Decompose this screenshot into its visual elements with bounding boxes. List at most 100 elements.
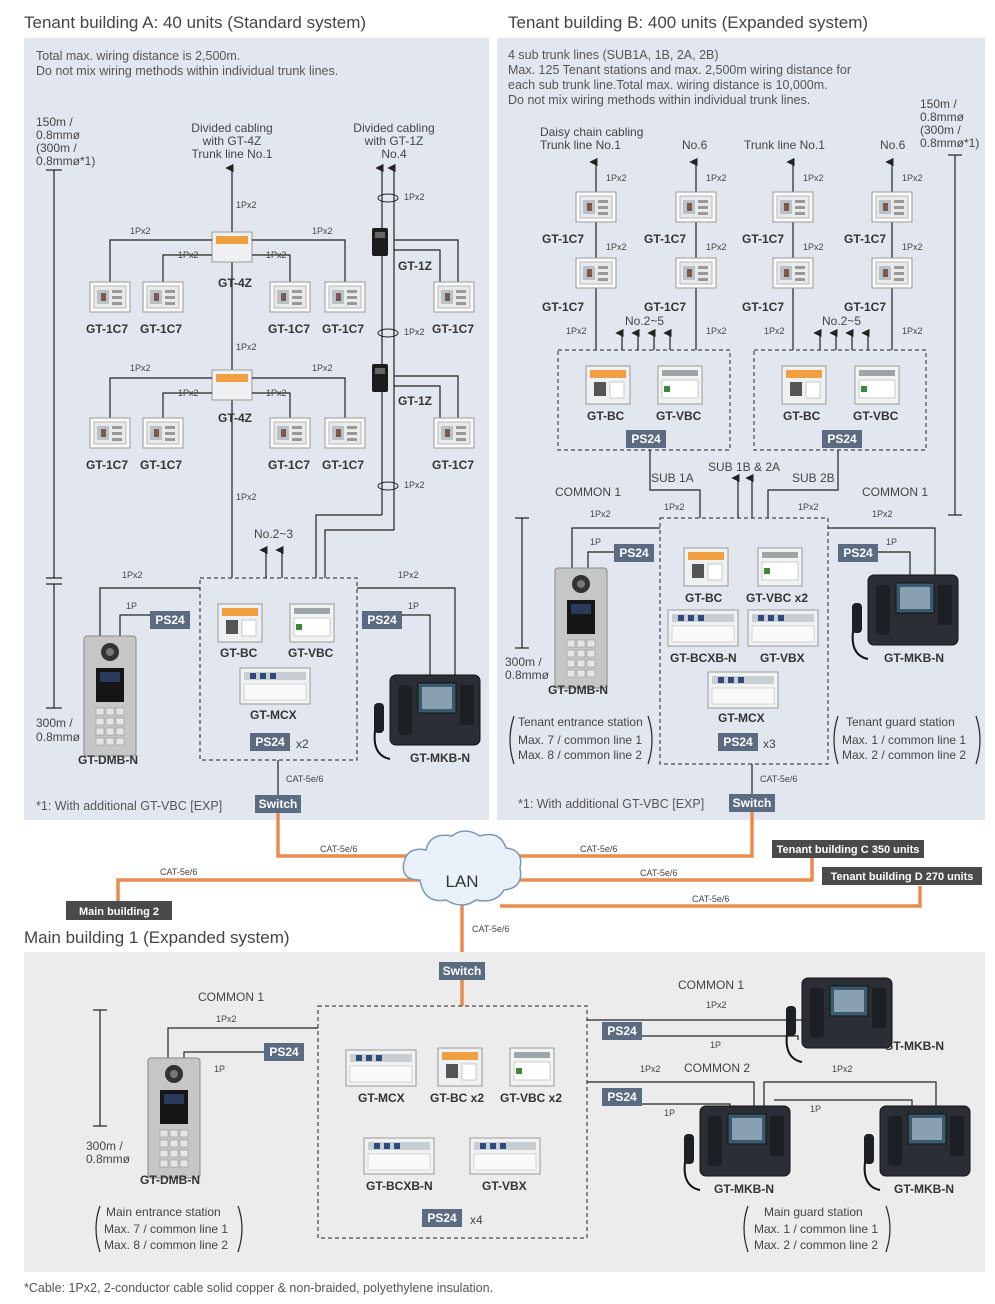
diagram-label: 1Px2 [706,1000,727,1010]
diagram-label: CAT-5e/6 [692,894,729,904]
daisy-label: Daisy chain cabling [540,125,643,139]
diagram-label: GT-1C7 [86,322,128,336]
gt-dmb-n-station [554,567,608,689]
common-wire [99,587,200,636]
divided-cabling-label: Divided cabling [191,121,272,135]
diagram-label: 1P [590,537,601,547]
diagram-label: CAT-5e/6 [760,774,797,784]
divided-cabling-label: with GT-1Z [364,134,424,148]
panel-a-controller-box [199,577,358,761]
station-note: Max. 2 / common line 2 [842,748,966,762]
diagram-label: COMMON 1 [555,485,621,499]
diagram-label: 1Px2 [404,327,425,337]
diagram-label: COMMON 1 [678,978,744,992]
diagram-label: 1P [664,1108,675,1118]
station-note: Max. 7 / common line 1 [104,1222,228,1236]
diagram-label: (300m / [920,123,961,137]
station-note: Max. 2 / common line 2 [754,1238,878,1252]
diagram-label: 0.8mmø [86,1152,131,1166]
panel-b-note: Max. 125 Tenant stations and max. 2,500m… [508,63,851,77]
diagram-label: GT-1C7 [322,458,364,472]
diagram-label: 1Px2 [404,480,425,490]
sub-box-right [753,349,927,451]
diagram-label: CAT-5e/6 [160,867,197,877]
diagram-label: x3 [763,737,776,751]
diagram-label: 1Px2 [706,173,727,183]
dist-label: 0.8mmø*1) [36,154,95,168]
diagram-label: 300m / [505,655,542,669]
diagram-label: GT-BC [783,409,821,423]
panel-b-controller-box [659,517,829,765]
gt-4z-label: GT-4Z [218,411,252,425]
panel-a-title: Tenant building A: 40 units (Standard sy… [24,13,366,32]
tenant-building-d-tag [822,867,982,885]
diagram-label: Switch [733,796,772,810]
diagram-label: GT-1Z [398,394,432,408]
daisy-label: Trunk line No.1 [540,138,621,152]
diagram-label: GT-BC [220,646,258,660]
diagram-label: PS24 [367,613,397,627]
diagram-label: 1Px2 [236,492,257,502]
diagram-label: GT-VBC [656,409,702,423]
diagram-label: GT-BCXB-N [670,651,737,665]
diagram-label: x4 [470,1213,483,1227]
panel-b-note: Do not mix wiring methods within individ… [508,93,810,107]
panel-b-title: Tenant building B: 400 units (Expanded s… [508,13,868,32]
panel-a-note-1: Total max. wiring distance is 2,500m. [36,49,240,63]
diagram-label: 1Px2 [590,509,611,519]
station-note: Main entrance station [106,1205,221,1219]
diagram-label: GT-VBC x2 [746,591,808,605]
station-note: Max. 1 / common line 1 [842,733,966,747]
dist-label: 300m / [36,716,73,730]
panel-a-note-2: Do not mix wiring methods within individ… [36,64,338,78]
dist-label: 0.8mmø [36,730,81,744]
diagram-label: GT-VBC x2 [500,1091,562,1105]
tenant-building-c-tag [772,840,924,858]
diagram-label: SUB 1B & 2A [708,460,780,474]
diagram-label: x2 [296,737,309,751]
dist-label: 0.8mmø [36,128,81,142]
diagram-label: CAT-5e/6 [640,868,677,878]
diagram-label: 1Px2 [216,1014,237,1024]
diagram-label: 1Px2 [266,250,287,260]
diagram-label: No.2~5 [625,314,664,328]
diagram-label: 300m / [86,1139,123,1153]
diagram-label: 1Px2 [664,502,685,512]
diagram-label: Tenant building D 270 units [831,871,974,883]
diagram-label: GT-1C7 [140,322,182,336]
gt-mcx-unit [239,667,311,705]
diagram-label: GT-MCX [250,708,297,722]
diagram-label: 1Px2 [798,502,819,512]
diagram-label: PS24 [607,1024,637,1038]
diagram-label: 0.8mmø [920,110,965,124]
diagram-label: CAT-5e/6 [286,774,323,784]
diagram-label: Trunk line No.1 [744,138,825,152]
diagram-label: PS24 [631,432,661,446]
diagram-label: COMMON 1 [198,990,264,1004]
panel-b-footnote: *1: With additional GT-VBC [EXP] [518,797,704,811]
divided-cabling-label: No.4 [381,147,407,161]
diagram-label: 1Px2 [312,363,333,373]
panel-b-note: 4 sub trunk lines (SUB1A, 1B, 2A, 2B) [508,48,719,62]
gt-1z-unit [372,364,388,392]
diagram-label: COMMON 1 [862,485,928,499]
diagram-label: GT-VBC [853,409,899,423]
diagram-label: GT-MCX [718,711,765,725]
diagram-label: CAT-5e/6 [580,844,617,854]
diagram-label: 1Px2 [236,200,257,210]
diagram-label: 1Px2 [398,570,419,580]
gt-1c7-station [269,417,311,449]
diagram-label: 1Px2 [130,226,151,236]
diagram-label: PS24 [843,546,873,560]
diagram-label: GT-1C7 [268,322,310,336]
diagram-label: PS24 [607,1090,637,1104]
gt-dmb-n-station [147,1057,201,1179]
diagram-label: 1Px2 [178,388,199,398]
diagram-label: 1Px2 [122,570,143,580]
diagram-label: GT-MKB-N [894,1182,954,1196]
switch-main [439,962,485,980]
diagram-label: PS24 [427,1211,457,1225]
diagram-label: 1P [214,1064,225,1074]
gt-1c7-station [433,417,475,449]
diagram-label: GT-1C7 [644,300,686,314]
